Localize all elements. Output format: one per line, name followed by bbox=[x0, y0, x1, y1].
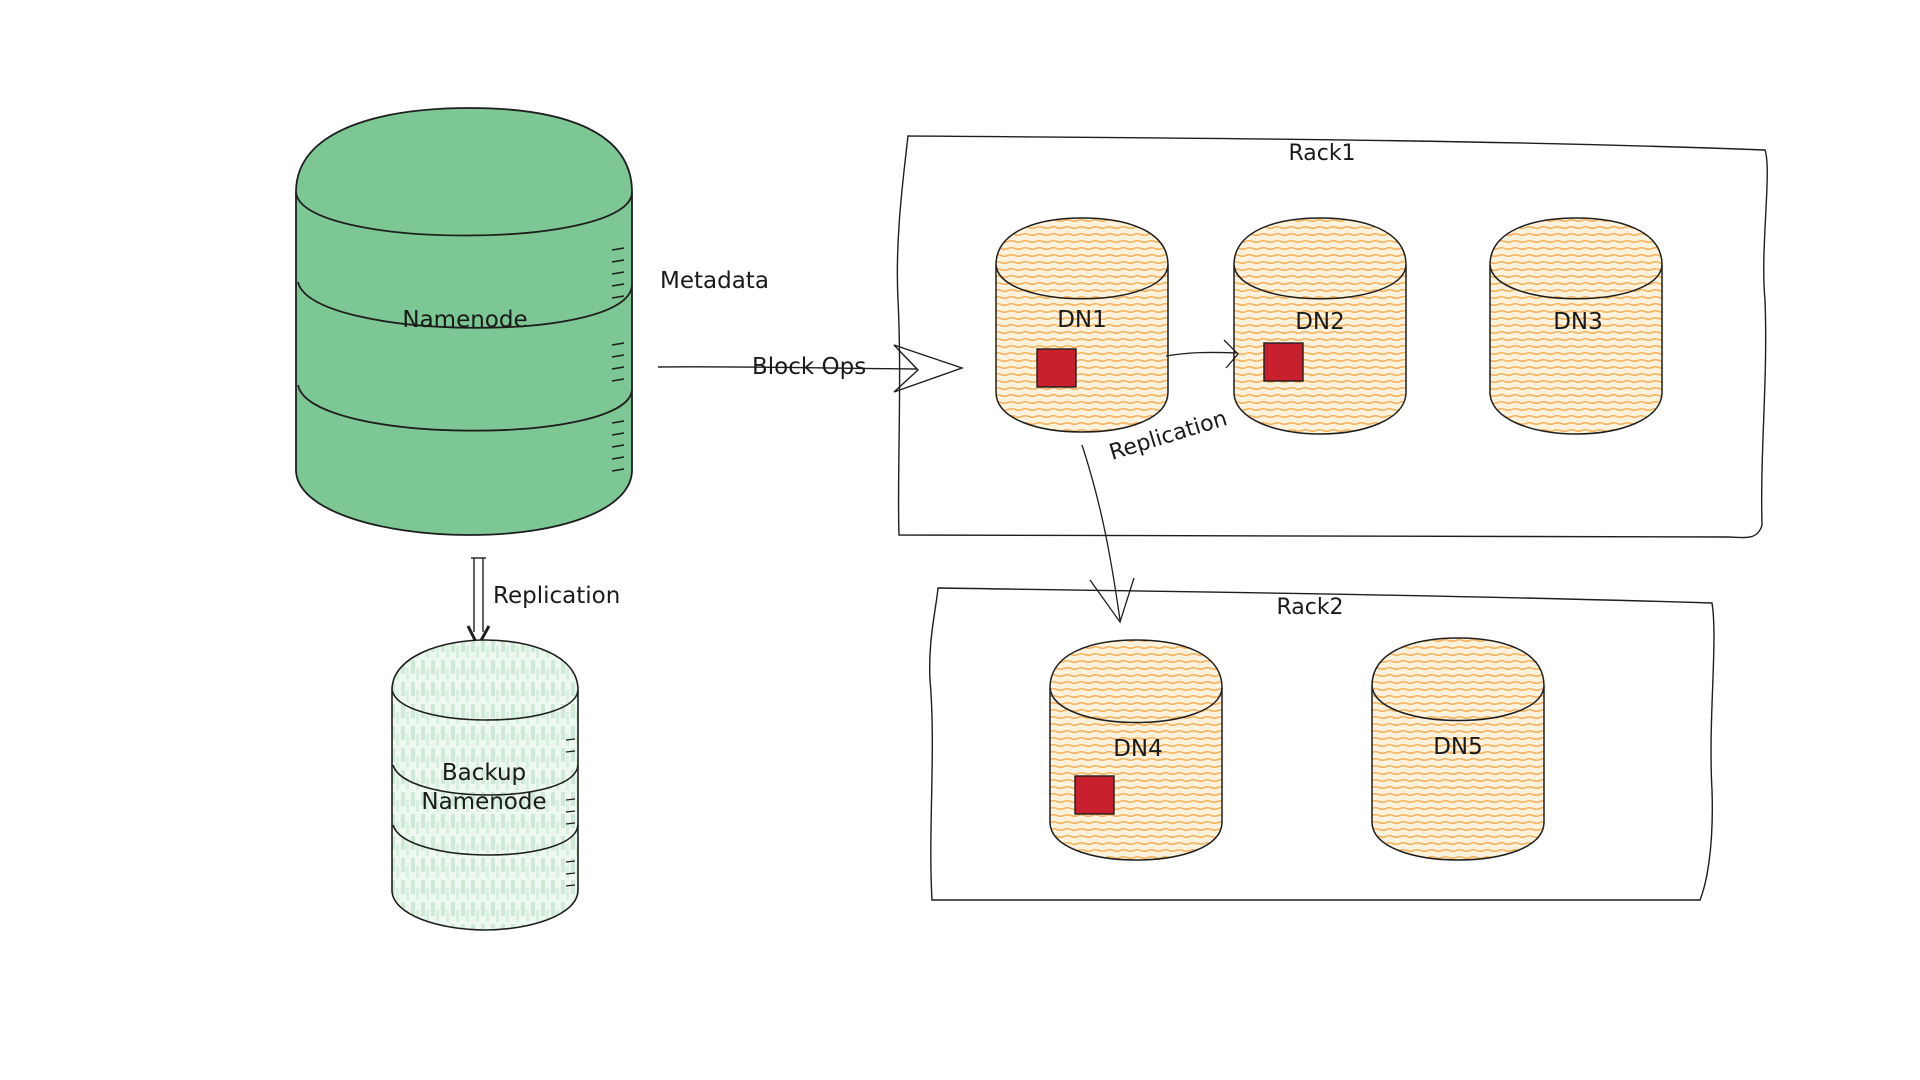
namenode-replication-label: Replication bbox=[493, 583, 620, 609]
data-block bbox=[1263, 342, 1304, 382]
dn1-to-dn4-replication-arrow bbox=[1081, 444, 1135, 624]
datanode-dn2: DN2 bbox=[1233, 217, 1407, 435]
datanode-dn4: DN4 bbox=[1049, 639, 1223, 861]
rack2-box: Rack2 bbox=[928, 587, 1715, 902]
block-ops-label: Block Ops bbox=[752, 354, 866, 380]
datanode-dn1-label: DN1 bbox=[1057, 307, 1107, 333]
rack1-label: Rack1 bbox=[1288, 141, 1355, 166]
datanode-dn5: DN5 bbox=[1371, 637, 1545, 861]
namenode-label: Namenode bbox=[402, 307, 527, 333]
datanode-dn3: DN3 bbox=[1489, 217, 1663, 435]
backup-namenode-label-line1: Backup bbox=[442, 760, 526, 786]
datanode-dn4-label: DN4 bbox=[1113, 736, 1163, 762]
datanode-dn1: DN1 bbox=[995, 217, 1169, 433]
data-block bbox=[1036, 348, 1077, 388]
dn1-to-dn2-replication-arrow bbox=[1165, 339, 1239, 369]
metadata-label: Metadata bbox=[660, 268, 769, 294]
backup-namenode-label-line2: Namenode bbox=[421, 789, 546, 815]
namenode-side-ticks bbox=[611, 247, 625, 472]
data-block bbox=[1074, 775, 1115, 815]
rack1-box: Rack1 bbox=[896, 135, 1768, 539]
backup-namenode-cylinder: Backup Namenode bbox=[391, 639, 579, 931]
datanode-dn3-label: DN3 bbox=[1553, 309, 1603, 335]
rack2-label: Rack2 bbox=[1276, 595, 1343, 620]
datanode-dn2-label: DN2 bbox=[1295, 309, 1345, 335]
namenode-cylinder: Namenode bbox=[295, 107, 633, 536]
datanode-dn5-label: DN5 bbox=[1433, 734, 1483, 760]
block-ops-arrow bbox=[657, 344, 965, 393]
namenode-replication-arrow bbox=[466, 557, 491, 650]
